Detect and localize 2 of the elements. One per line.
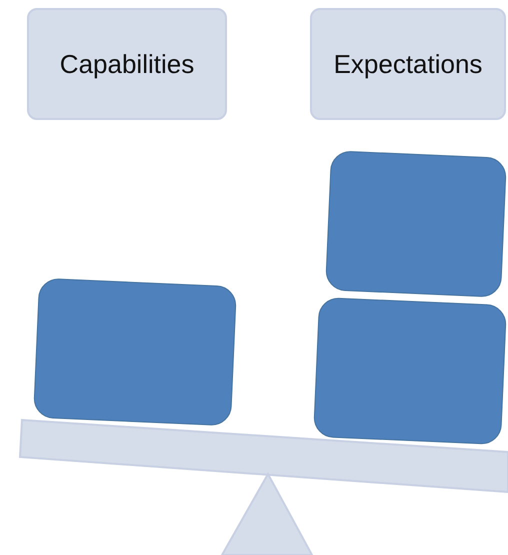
label-box: Capabilities: [27, 8, 227, 120]
label-box: Expectations: [310, 8, 506, 120]
